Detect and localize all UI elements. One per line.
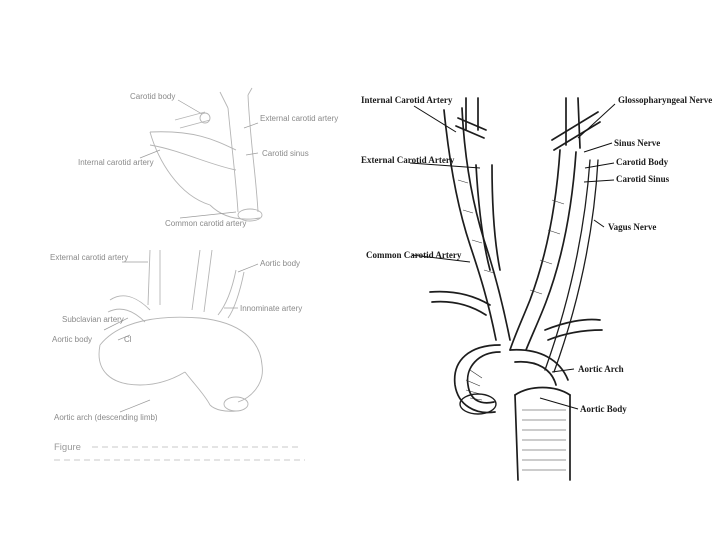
right-label-sinus-nerve: Sinus Nerve — [614, 138, 660, 148]
left-label-aortic-body: Aortic body — [260, 259, 300, 268]
left-figure: Carotid body External carotid artery Car… — [50, 88, 338, 460]
left-figure-caption: Figure — [54, 442, 81, 453]
right-label-aortic-arch: Aortic Arch — [578, 364, 624, 374]
left-label-aortic-arch: Aortic arch (descending limb) — [54, 413, 158, 422]
carotid-vessels — [430, 98, 602, 480]
vessel-hatching — [458, 180, 566, 470]
right-label-carotid-sinus: Carotid Sinus — [616, 174, 670, 184]
left-label-subclavian: Subclavian artery — [62, 315, 124, 324]
left-bottom-drawing — [99, 250, 262, 411]
left-label-innominate: Innominate artery — [240, 304, 302, 313]
left-label-cl: Cl — [124, 335, 132, 344]
left-label-external-carotid: External carotid artery — [260, 114, 338, 123]
left-label-carotid-body: Carotid body — [130, 92, 175, 101]
right-label-vagus-nerve: Vagus Nerve — [608, 222, 656, 232]
left-top-drawing — [150, 88, 262, 221]
right-figure: Internal Carotid Artery Glossopharyngeal… — [361, 95, 712, 480]
left-label-common-carotid: Common carotid artery — [165, 219, 246, 228]
right-label-carotid-body: Carotid Body — [616, 157, 669, 167]
right-label-external-carotid: External Carotid Artery — [361, 155, 455, 165]
right-label-common-carotid: Common Carotid Artery — [366, 250, 462, 260]
right-label-internal-carotid: Internal Carotid Artery — [361, 95, 453, 105]
left-label-external-carotid-2: External carotid artery — [50, 253, 128, 262]
left-label-carotid-sinus: Carotid sinus — [262, 149, 309, 158]
right-label-glossopharyngeal: Glossopharyngeal Nerve — [618, 95, 712, 105]
right-label-aortic-body: Aortic Body — [580, 404, 627, 414]
left-label-internal-carotid: Internal carotid artery — [78, 158, 154, 167]
left-label-aortic-body-left: Aortic body — [52, 335, 92, 344]
